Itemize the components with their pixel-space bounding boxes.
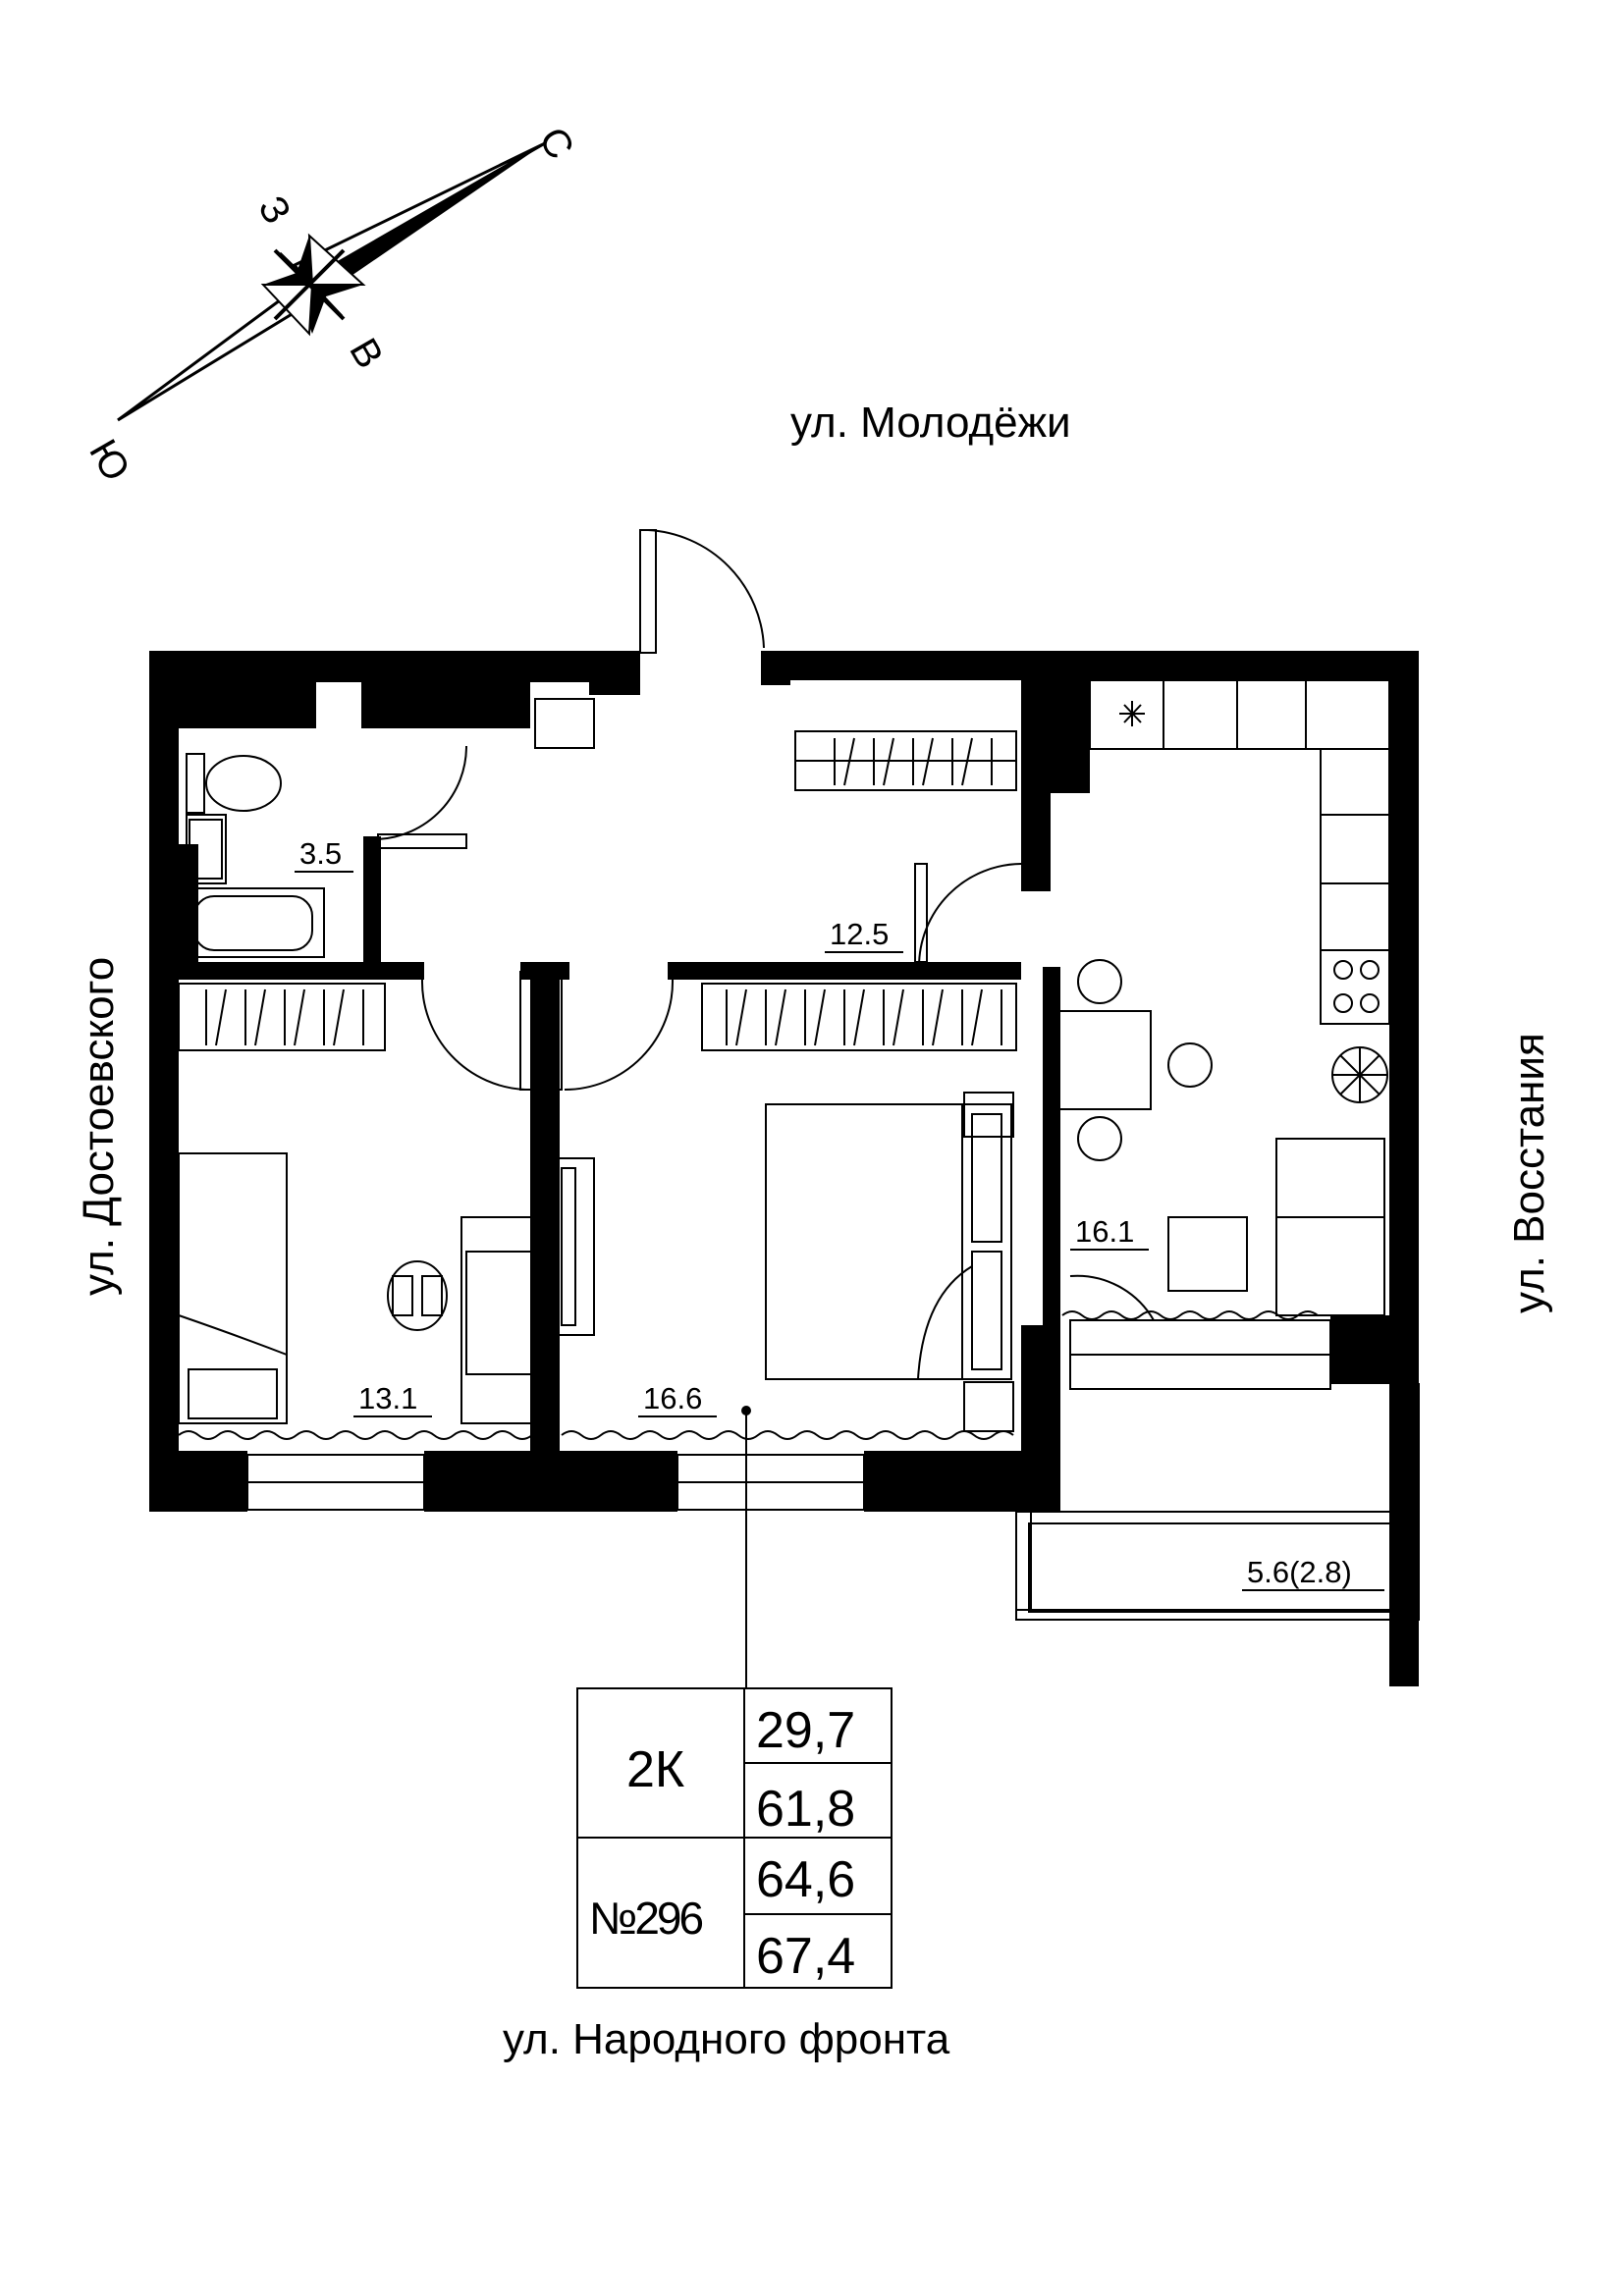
compass-east-label: В [341, 332, 391, 376]
walls [149, 651, 1419, 1686]
curtains [178, 1310, 1319, 1440]
area-total: 61,8 [756, 1781, 855, 1838]
area-balcony-label: 5.6(2.8) [1247, 1555, 1352, 1589]
area-bathroom-label: 3.5 [299, 836, 342, 871]
area-kitchen-label: 16.1 [1075, 1214, 1134, 1249]
closets [178, 730, 1017, 1051]
bathroom-fixtures [186, 753, 325, 958]
balcony [1015, 1383, 1420, 1621]
area-hall-label: 12.5 [830, 917, 889, 951]
street-south-label: ул. Народного фронта [503, 2015, 950, 2063]
area-living: 29,7 [756, 1702, 855, 1759]
area-with-balcony-full: 67,4 [756, 1928, 855, 1985]
plant-icon [1331, 1046, 1388, 1103]
area-with-balcony-reduced: 64,6 [756, 1851, 855, 1908]
compass-rose-icon [117, 141, 546, 422]
compass-west-label: З [249, 189, 298, 232]
kitchen-furniture [1052, 679, 1390, 1316]
closet-hatching [205, 737, 1002, 1046]
hood-icon [1119, 701, 1145, 726]
street-north-label: ул. Молодёжи [790, 399, 1071, 447]
apartment-type: 2К [626, 1741, 684, 1798]
area-small-bedroom-label: 13.1 [358, 1381, 417, 1415]
large-bedroom-furniture [554, 1092, 1014, 1432]
compass-north-label: С [530, 121, 582, 167]
street-east-label: ул. Восстания [1505, 1033, 1553, 1313]
apartment-number: №296 [589, 1893, 703, 1944]
area-large-bedroom-label: 16.6 [643, 1381, 702, 1415]
hall-bench [534, 698, 595, 749]
apartment-info-box [576, 1687, 893, 1989]
compass-south-label: Ю [81, 433, 137, 489]
small-bedroom-furniture [178, 1152, 541, 1424]
windows [246, 1319, 1331, 1511]
interior-doors [377, 745, 1155, 1321]
street-west-label: ул. Достоевского [75, 957, 123, 1296]
entrance-door [639, 529, 765, 654]
